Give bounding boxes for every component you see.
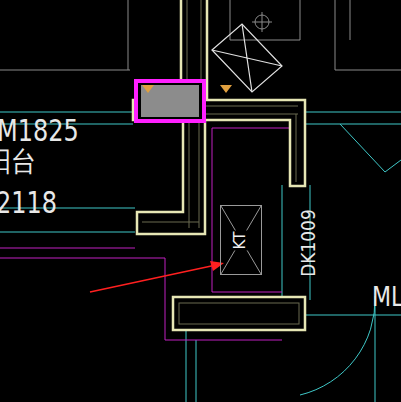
equipment-tag: KT bbox=[234, 230, 249, 250]
room-name: 阳台 bbox=[0, 148, 36, 176]
door-tag: DK1009 bbox=[298, 209, 318, 277]
air-conditioner-box: KT bbox=[220, 205, 262, 275]
door-tag: M1825 bbox=[0, 116, 79, 146]
dimension-text: 2118 bbox=[0, 188, 57, 218]
door-tag: ML bbox=[372, 284, 401, 310]
